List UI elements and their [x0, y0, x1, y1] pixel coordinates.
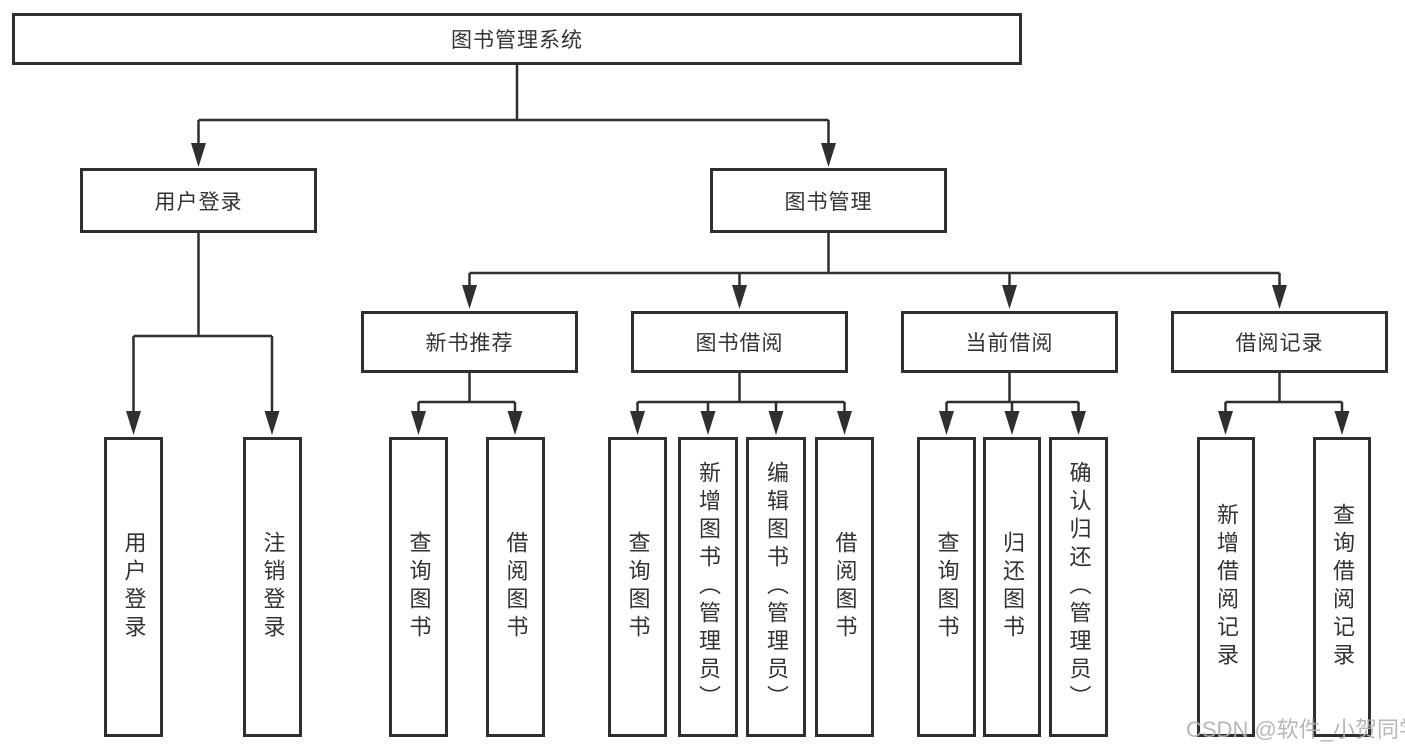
node-book-borrow: 图书借阅 — [631, 311, 848, 373]
node-user-login-label: 用户登录 — [154, 190, 243, 214]
csdn-watermark: CSDN @软件_小贺同学 — [1186, 717, 1405, 742]
node-leaf-rec-borrow-books-label: 借阅图书 — [503, 531, 529, 643]
node-leaf-cb-query-books-label: 查询图书 — [934, 531, 960, 643]
arrowhead-user-login — [191, 143, 206, 167]
node-leaf-logout-label: 注销登录 — [260, 531, 286, 643]
arrowhead-book-mgmt — [821, 143, 836, 167]
arrowhead-current-borrow — [1002, 285, 1017, 309]
node-leaf-bb-add-books-admin-label: 新增图书（管理员） — [696, 461, 721, 713]
edge-userlogin-to-leaves — [132, 233, 274, 414]
node-leaf-cb-return-books-label: 归还图书 — [1000, 531, 1025, 643]
node-borrow-records-label: 借阅记录 — [1235, 332, 1324, 355]
node-leaf-bb-borrow-books-label: 借阅图书 — [832, 531, 858, 643]
node-leaf-user-login-label: 用户登录 — [121, 531, 147, 643]
node-leaf-rec-query-books-label: 查询图书 — [406, 531, 432, 643]
arrowhead-bb-borrow — [837, 411, 852, 435]
node-leaf-cb-confirm-return-admin-label: 确认归还（管理员） — [1066, 461, 1092, 713]
arrowhead-cb-return — [1004, 411, 1020, 435]
node-new-book-rec-label: 新书推荐 — [425, 332, 514, 355]
arrowhead-br-add — [1218, 411, 1233, 435]
node-leaf-bb-add-books-admin: 新增图书（管理员） — [678, 437, 738, 737]
node-leaf-cb-confirm-return-admin: 确认归还（管理员） — [1049, 437, 1108, 737]
arrowhead-cb-confirm — [1071, 411, 1086, 435]
node-leaf-bb-query-books: 查询图书 — [608, 437, 667, 737]
arrowhead-leaf-logout — [264, 411, 280, 435]
node-leaf-rec-query-books: 查询图书 — [389, 437, 448, 737]
node-leaf-cb-return-books: 归还图书 — [983, 437, 1041, 737]
node-leaf-cb-query-books: 查询图书 — [917, 437, 976, 737]
node-book-mgmt: 图书管理 — [710, 168, 947, 233]
edge-bookmgmt-to-level3 — [468, 233, 1281, 288]
arrowhead-bb-query — [630, 411, 645, 435]
arrowhead-rec-borrow — [507, 411, 523, 435]
node-root-label: 图书管理系统 — [451, 29, 583, 52]
node-leaf-bb-edit-books-admin: 编辑图书（管理员） — [746, 437, 806, 737]
node-leaf-br-query-record: 查询借阅记录 — [1313, 437, 1371, 737]
node-user-login: 用户登录 — [80, 168, 317, 233]
edge-root-to-level2 — [197, 65, 830, 145]
arrowhead-rec-query — [411, 411, 426, 435]
edge-bookborrow-to-leaves — [636, 373, 846, 414]
node-leaf-logout: 注销登录 — [243, 437, 302, 737]
node-leaf-br-query-record-label: 查询借阅记录 — [1330, 503, 1355, 671]
arrowhead-borrow-records — [1272, 285, 1287, 309]
edge-borrowrecords-to-leaves — [1224, 373, 1344, 414]
node-root: 图书管理系统 — [12, 13, 1022, 65]
node-book-borrow-label: 图书借阅 — [695, 332, 784, 355]
node-leaf-bb-query-books-label: 查询图书 — [625, 531, 651, 643]
node-book-mgmt-label: 图书管理 — [784, 190, 873, 214]
node-leaf-bb-borrow-books: 借阅图书 — [815, 437, 874, 737]
node-borrow-records: 借阅记录 — [1171, 311, 1388, 373]
node-leaf-user-login: 用户登录 — [104, 437, 163, 737]
node-leaf-rec-borrow-books: 借阅图书 — [486, 437, 545, 737]
arrowhead-br-query — [1334, 411, 1350, 435]
arrowhead-leaf-user-login — [126, 411, 141, 435]
edge-newbookrec-to-leaves — [417, 373, 517, 414]
arrowhead-new-book-rec — [462, 285, 477, 309]
edge-currentborrow-to-leaves — [945, 373, 1080, 414]
node-current-borrow: 当前借阅 — [901, 311, 1118, 373]
arrowhead-bb-add — [700, 411, 716, 435]
node-leaf-br-add-record: 新增借阅记录 — [1197, 437, 1255, 737]
arrowhead-bb-edit — [768, 411, 784, 435]
node-leaf-bb-edit-books-admin-label: 编辑图书（管理员） — [764, 461, 789, 713]
arrowhead-cb-query — [939, 411, 954, 435]
node-new-book-rec: 新书推荐 — [361, 311, 578, 373]
node-leaf-br-add-record-label: 新增借阅记录 — [1214, 503, 1239, 671]
node-current-borrow-label: 当前借阅 — [965, 332, 1054, 355]
arrowhead-book-borrow — [732, 285, 747, 309]
